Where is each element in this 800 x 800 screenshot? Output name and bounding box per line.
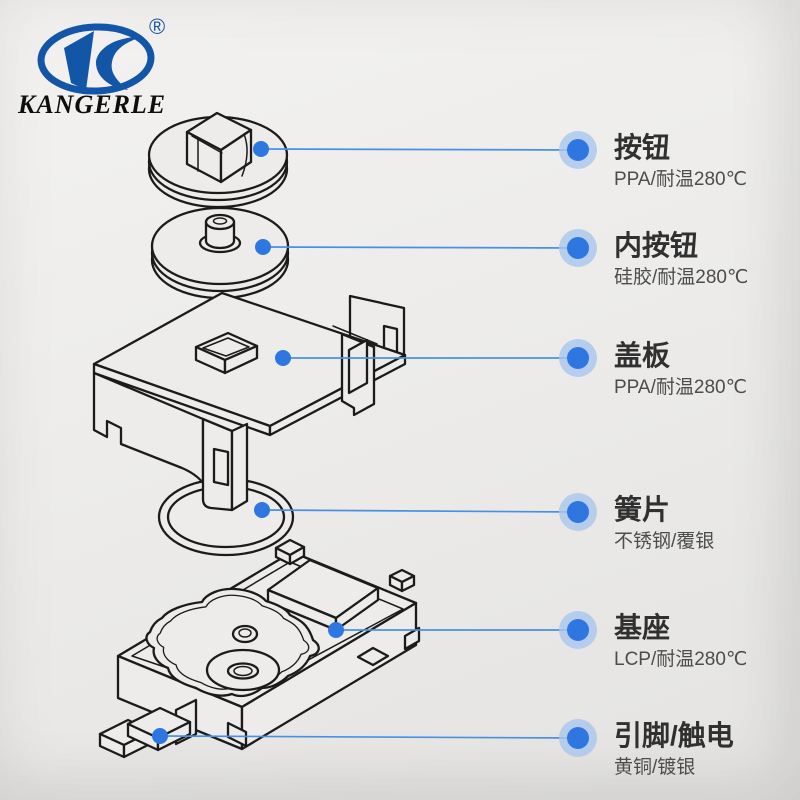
callout-dot [567, 139, 589, 161]
part-label: 簧片 [614, 494, 671, 525]
part-label: 按钮 [614, 132, 671, 163]
callout: 盖板 PPA/耐温280℃ [614, 341, 747, 400]
callout: 簧片 不锈钢/覆银 [614, 495, 714, 554]
part-dot [254, 502, 270, 518]
logo-monogram-stem [64, 31, 94, 90]
part-material: 硅胶/耐温280℃ [614, 267, 749, 288]
logo-ellipse [37, 23, 155, 95]
brand-logo: ® KANGERLE [10, 4, 210, 129]
part-material: 不锈钢/覆银 [614, 531, 715, 552]
registered-mark: ® [149, 14, 165, 39]
part-label: 基座 [614, 612, 671, 643]
callout: 按钮 PPA/耐温280℃ [614, 133, 747, 192]
callout-leaders [152, 131, 597, 757]
part-material: PPA/耐温280℃ [614, 169, 747, 190]
brand-name: KANGERLE [18, 90, 167, 119]
part-dot [255, 239, 271, 255]
kangerle-logo-icon: ® [37, 14, 165, 95]
part-dot [152, 728, 168, 744]
leader-line [260, 148, 579, 151]
leader-line [262, 246, 579, 249]
part-material: PPA/耐温280℃ [614, 377, 747, 398]
logo-monogram-hook [95, 36, 142, 90]
part-drawing-inner-button [150, 206, 290, 300]
part-dot [328, 622, 344, 638]
part-label: 引脚/触电 [614, 720, 734, 751]
part-drawing-cover [92, 291, 407, 512]
part-dot [253, 141, 269, 157]
callout-dot [567, 347, 589, 369]
callout: 引脚/触电 黄铜/镀银 [614, 721, 734, 780]
part-label: 内按钮 [614, 230, 699, 261]
part-material: LCP/耐温280℃ [614, 649, 748, 670]
leader-line [159, 735, 579, 739]
callout: 内按钮 硅胶/耐温280℃ [614, 231, 748, 290]
part-dot [275, 350, 291, 366]
callout: 基座 LCP/耐温280℃ [614, 613, 747, 672]
callout-dot [567, 501, 589, 523]
part-material: 黄铜/镀银 [614, 757, 696, 778]
callout-dot [567, 237, 589, 259]
callout-dot [567, 727, 589, 749]
leader-line [261, 509, 579, 513]
part-drawing-base [98, 538, 421, 759]
part-label: 盖板 [614, 340, 671, 371]
callout-dot [567, 619, 589, 641]
part-drawing-button-cap [147, 111, 289, 209]
